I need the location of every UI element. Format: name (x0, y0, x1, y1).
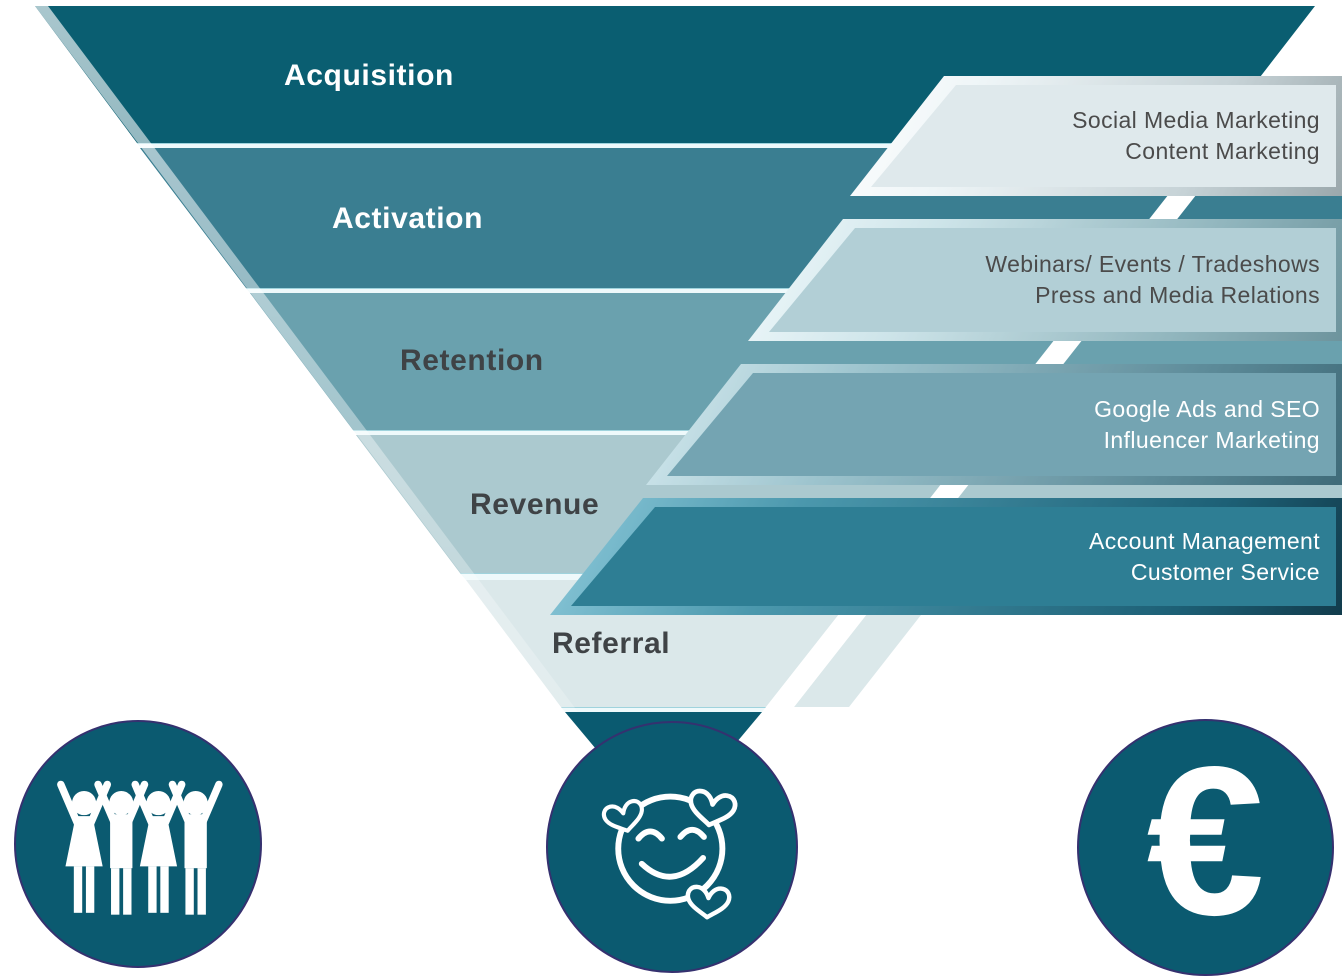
tab-line: Customer Service (1130, 558, 1320, 585)
happy-customer-circle (546, 721, 798, 973)
tab-text: Google Ads and SEO Influencer Marketing (1094, 394, 1320, 456)
tab-line: Social Media Marketing (1072, 107, 1320, 133)
band-divider (561, 707, 766, 712)
tab-text: Social Media Marketing Content Marketing (1072, 105, 1320, 167)
tab-face (571, 507, 1336, 606)
tab-face (769, 228, 1336, 332)
tab-line: Google Ads and SEO (1094, 395, 1320, 422)
euro-sign-icon: € (1146, 721, 1265, 959)
tab-line: Webinars/ Events / Tradeshows (985, 251, 1320, 277)
tab-face (667, 373, 1336, 476)
tab-line: Account Management (1089, 527, 1320, 554)
revenue-circle: € (1077, 719, 1334, 976)
tab-line: Influencer Marketing (1103, 426, 1320, 453)
tab-activation-tactics: Webinars/ Events / Tradeshows Press and … (748, 219, 1342, 341)
tab-retention-tactics: Google Ads and SEO Influencer Marketing (646, 364, 1342, 485)
stage-label-activation: Activation (332, 202, 484, 235)
tab-text: Account Management Customer Service (1089, 526, 1320, 588)
people-celebrating-icon (57, 780, 223, 915)
band-divider (137, 143, 1209, 148)
smiling-face-with-hearts-icon (601, 788, 738, 920)
tab-face (871, 85, 1336, 187)
tab-line: Content Marketing (1125, 138, 1320, 164)
stage-label-acquisition: Acquisition (284, 59, 454, 92)
customers-circle (14, 720, 262, 968)
stage-label-retention: Retention (400, 344, 544, 377)
tab-acquisition-tactics: Social Media Marketing Content Marketing (850, 76, 1342, 196)
tab-text: Webinars/ Events / Tradeshows Press and … (985, 249, 1320, 311)
tab-revenue-tactics: Account Management Customer Service (550, 498, 1342, 615)
stage-label-referral: Referral (552, 627, 671, 660)
stage-label-revenue: Revenue (470, 488, 600, 521)
tab-line: Press and Media Relations (1035, 282, 1320, 308)
